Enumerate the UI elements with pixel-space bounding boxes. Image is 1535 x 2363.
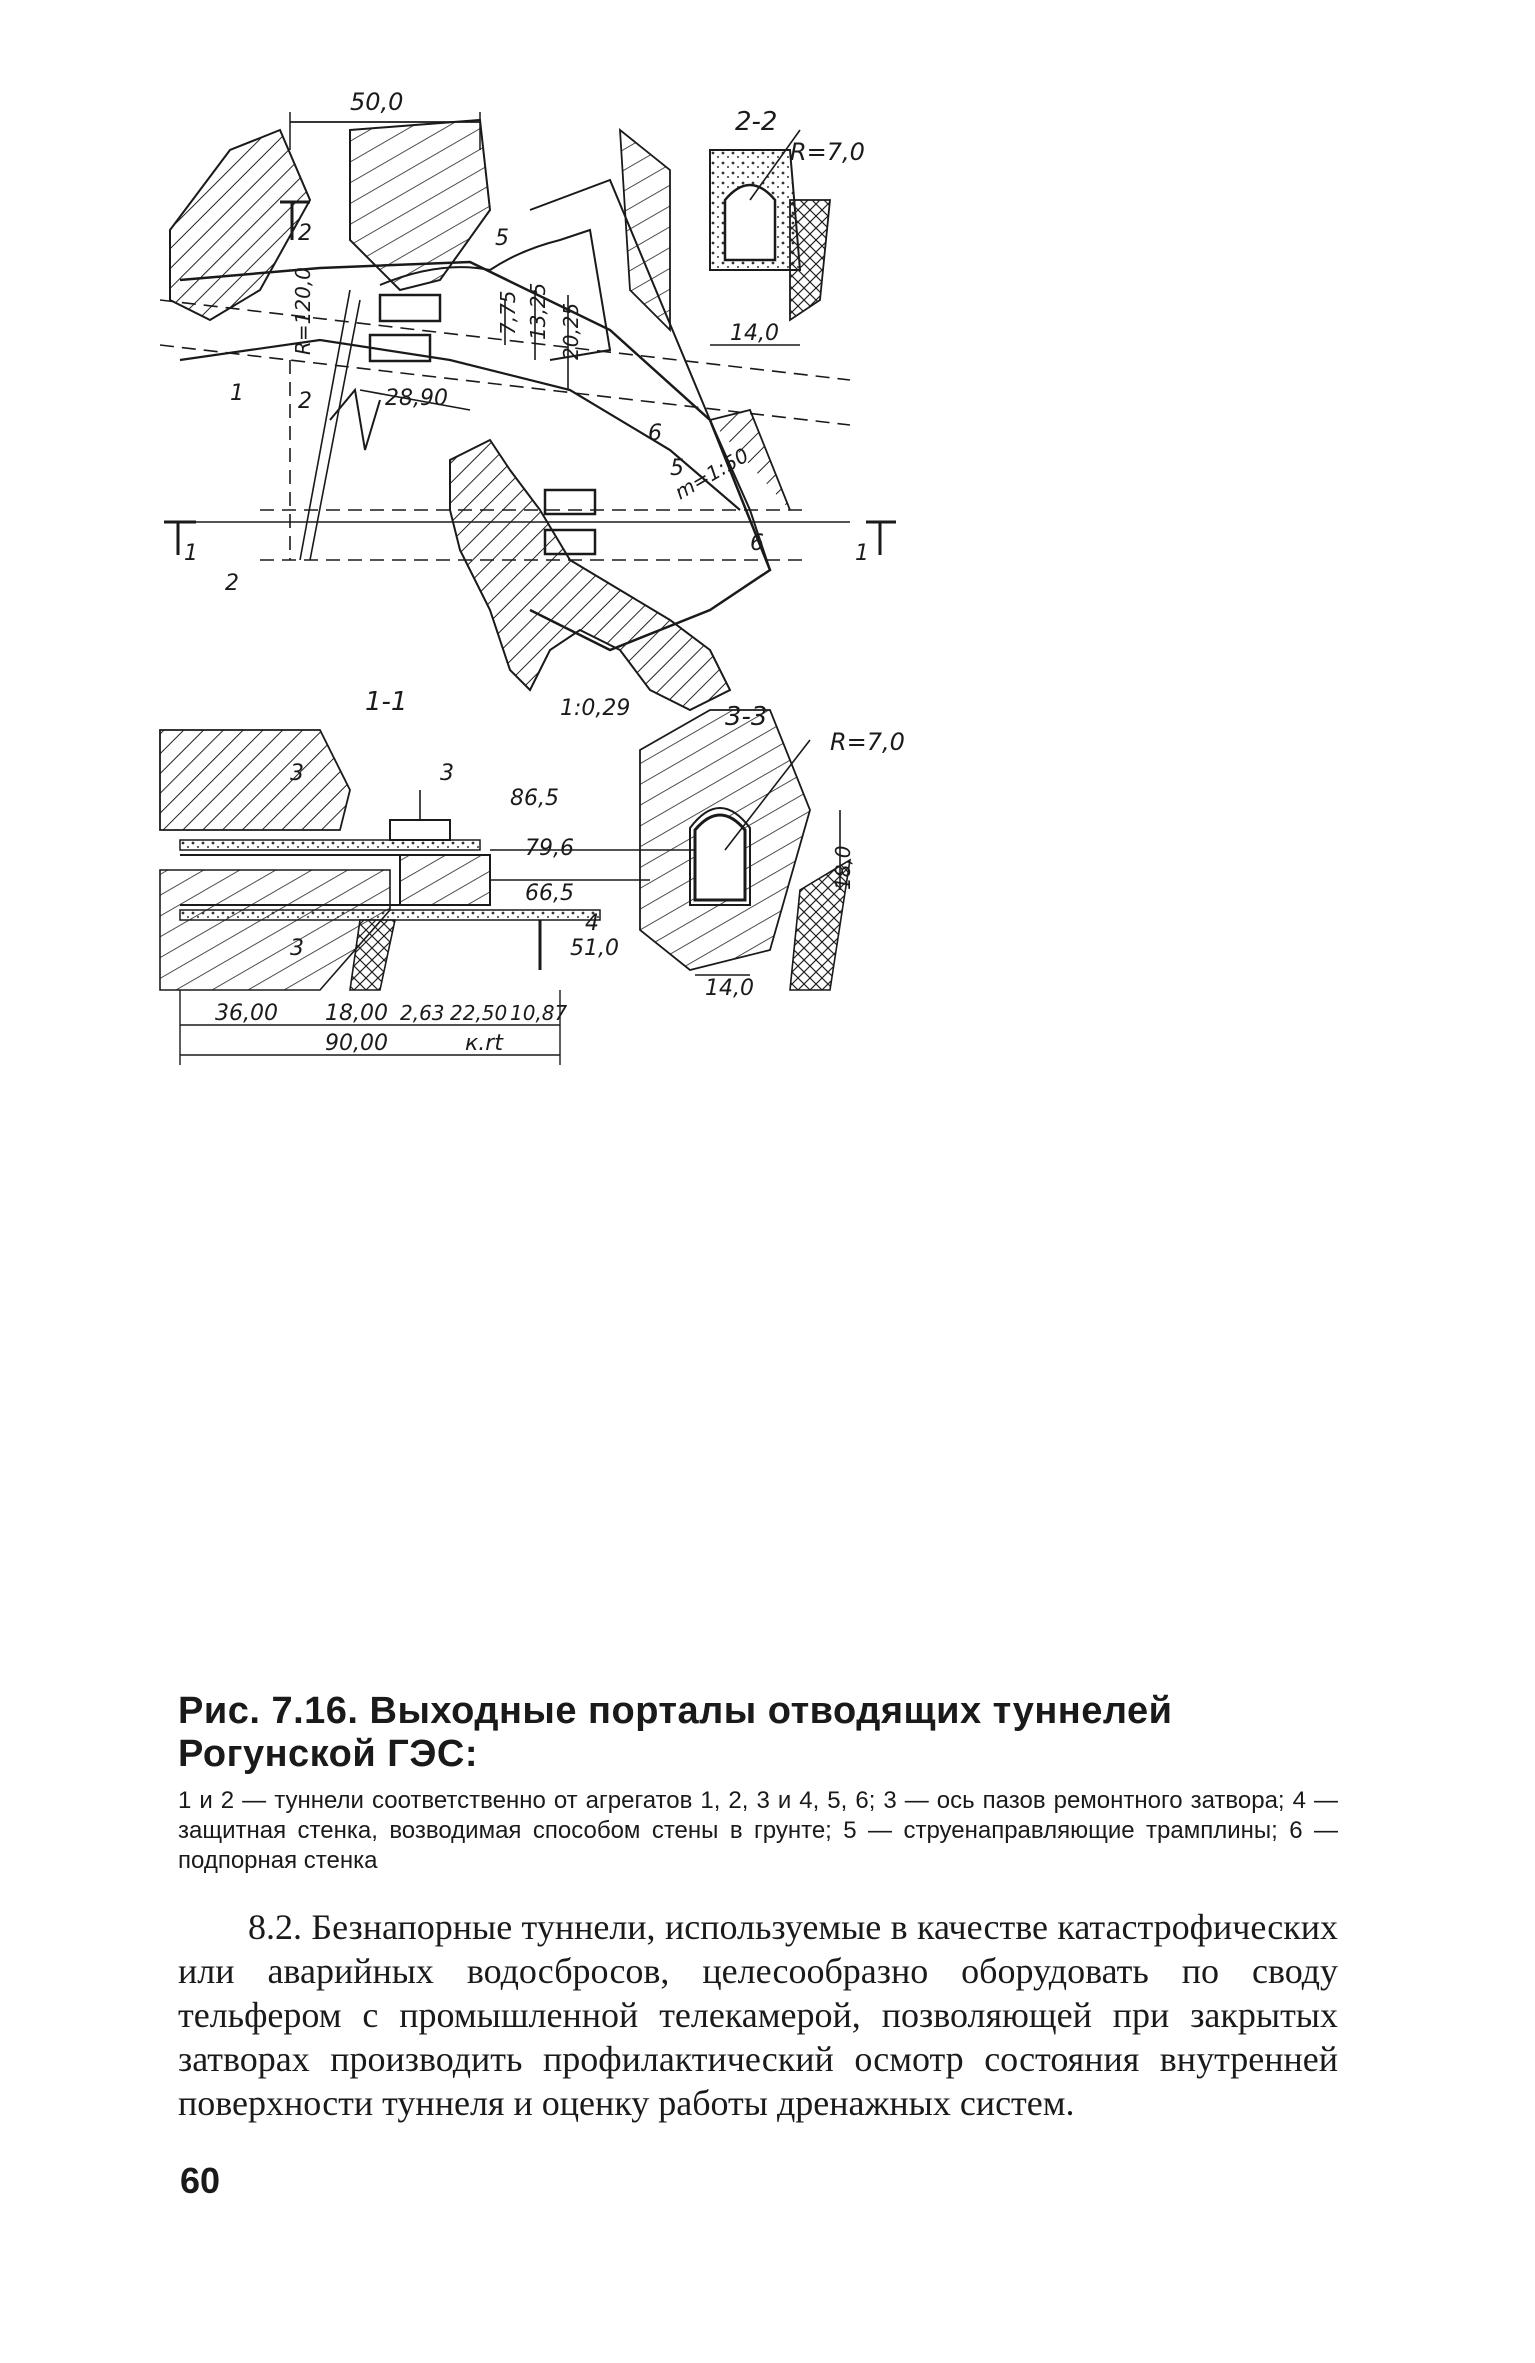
label-radius-top: R=7,0 bbox=[790, 138, 865, 166]
label-sec-1-right: 1 bbox=[855, 541, 869, 566]
figure-caption: Рис. 7.16. Выходные порталы отводящих ту… bbox=[178, 1690, 1338, 1876]
label-sec-1-left: 1 bbox=[184, 541, 198, 566]
label-mark-3-top: 3 bbox=[290, 761, 304, 786]
label-dim-775: 7,75 bbox=[496, 290, 520, 335]
label-mark-3-low: 3 bbox=[290, 936, 304, 961]
label-mark-3-arrow: 3 bbox=[440, 761, 454, 786]
label-elev-865: 86,5 bbox=[510, 786, 559, 811]
label-mark-6a: 6 bbox=[648, 421, 662, 446]
section-3-3 bbox=[639, 709, 852, 991]
label-section-2-2: 2-2 bbox=[735, 107, 777, 137]
label-mark-5a: 5 bbox=[495, 226, 509, 251]
label-dim-1325: 13,25 bbox=[526, 283, 550, 340]
label-mark-2-top: 2 bbox=[298, 221, 312, 246]
label-elev-796: 79,6 bbox=[525, 836, 574, 861]
label-dim-140-top: 14,0 bbox=[730, 321, 779, 346]
drawing-svg: 50,0 2-2 R=7,0 2 5 R=120,0 7,75 13,25 20… bbox=[159, 90, 905, 1065]
label-dim-2890: 28,90 bbox=[385, 386, 448, 411]
label-mark-2-mid: 2 bbox=[298, 389, 312, 414]
label-dim-krt: к.rt bbox=[465, 1031, 504, 1056]
label-mark-1: 1 bbox=[230, 381, 244, 406]
label-dim-9000: 90,00 bbox=[325, 1031, 388, 1056]
label-radius-bottom: R=7,0 bbox=[830, 728, 905, 756]
label-dim-top: 50,0 bbox=[350, 90, 403, 116]
label-section-1-1: 1-1 bbox=[365, 687, 407, 717]
label-dim-3600: 36,00 bbox=[215, 1001, 278, 1026]
label-elev-510: 51,0 bbox=[570, 936, 619, 961]
label-dim-1087: 10,87 bbox=[510, 1001, 568, 1025]
label-dim-2250: 22,50 bbox=[450, 1001, 507, 1025]
plan-view bbox=[159, 112, 896, 712]
label-radius-120: R=120,0 bbox=[291, 267, 315, 355]
label-dim-2025: 20,25 bbox=[559, 303, 583, 360]
engineering-drawing: 50,0 2-2 R=7,0 2 5 R=120,0 7,75 13,25 20… bbox=[150, 90, 1350, 1650]
caption-legend: 1 и 2 — туннели соответственно от агрега… bbox=[178, 1787, 1338, 1874]
label-mark-4: 4 bbox=[585, 911, 599, 936]
label-dim-1800: 18,00 bbox=[325, 1001, 388, 1026]
label-mark-2-low: 2 bbox=[225, 571, 239, 596]
page-number: 60 bbox=[180, 2160, 221, 2201]
label-dim-140-bottom: 14,0 bbox=[705, 976, 754, 1001]
caption-title: Рис. 7.16. Выходные порталы отводящих ту… bbox=[178, 1690, 1173, 1775]
figure-labels: 50,0 2-2 R=7,0 2 5 R=120,0 7,75 13,25 20… bbox=[184, 90, 905, 1056]
label-dim-263: 2,63 bbox=[400, 1001, 445, 1025]
label-mark-5b: 5 bbox=[670, 456, 684, 481]
label-mark-6b: 6 bbox=[750, 531, 764, 556]
label-section-3-3: 3-3 bbox=[725, 702, 767, 732]
label-dim-180-right: 18,0 bbox=[831, 845, 855, 890]
label-elev-665: 66,5 bbox=[525, 881, 574, 906]
section-2-2 bbox=[618, 128, 831, 346]
body-paragraph: 8.2. Безнапорные туннели, используемые в… bbox=[178, 1907, 1338, 2123]
label-slope-029: 1:0,29 bbox=[560, 696, 630, 721]
